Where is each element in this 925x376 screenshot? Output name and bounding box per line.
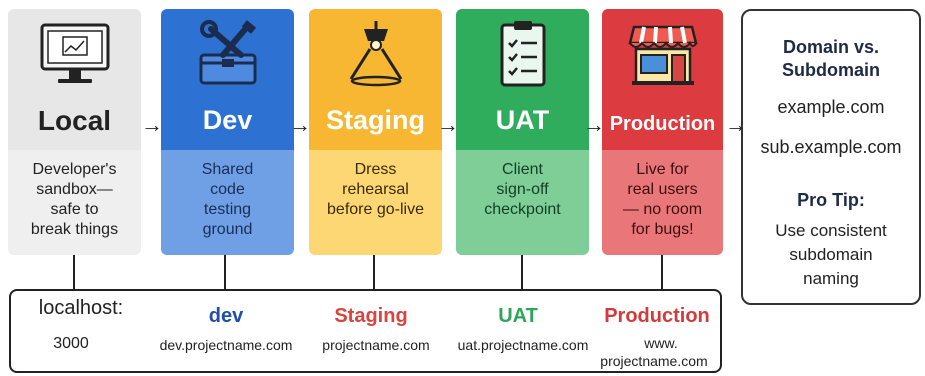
stage-card-local: Local Developer's sandbox— safe to break…	[8, 9, 141, 255]
url-value-dev: dev.projectname.com	[159, 337, 293, 353]
url-heading-staging: Staging	[334, 305, 408, 327]
stage-header-dev: Dev	[161, 9, 294, 150]
spotlight-icon	[309, 19, 442, 99]
storefront-icon	[602, 19, 723, 99]
stage-description-panel: Shared code testing ground	[161, 150, 294, 255]
stage-description: Live for real users — no room for bugs!	[622, 161, 703, 238]
connector-line	[521, 255, 523, 289]
stage-header-staging: Staging	[309, 9, 442, 150]
stage-description-panel: Developer's sandbox— safe to break thing…	[8, 150, 141, 255]
stage-card-dev: Dev Shared code testing ground	[161, 9, 294, 255]
tip-heading: Domain vs. Subdomain	[782, 37, 880, 80]
monitor-icon	[8, 19, 141, 99]
stage-header-local: Local	[8, 9, 141, 150]
pro-tip-label: Pro Tip:	[797, 190, 865, 210]
arrow-right-icon: →	[583, 112, 605, 137]
stage-card-uat: UAT Client sign-off checkpoint	[456, 9, 589, 255]
stage-description: Developer's sandbox— safe to break thing…	[30, 161, 119, 238]
clipboard-checklist-icon	[456, 19, 589, 99]
stage-card-staging: Staging Dress rehearsal before go-live	[309, 9, 442, 255]
connector-line	[661, 255, 663, 289]
url-value-production-line2: projectname.com	[600, 353, 708, 369]
url-heading-dev: dev	[208, 305, 244, 327]
stage-title: UAT	[495, 105, 550, 135]
connector-line	[224, 255, 226, 289]
url-value-staging: projectname.com	[322, 337, 430, 353]
url-value-local: 3000	[53, 335, 89, 352]
stage-title: Dev	[202, 105, 253, 135]
stage-header-production: Production	[602, 9, 723, 150]
domain-tip-box: Domain vs. Subdomain example.com sub.exa…	[741, 9, 921, 305]
toolbox-icon	[161, 19, 294, 99]
url-value-production-line1: www.	[644, 335, 678, 351]
stage-title: Production	[609, 113, 716, 135]
url-value-uat: uat.projectname.com	[457, 337, 589, 353]
url-heading-local: localhost:	[38, 297, 124, 319]
connector-line	[373, 255, 375, 289]
stage-title: Local	[37, 105, 112, 136]
stage-header-uat: UAT	[456, 9, 589, 150]
stage-card-production: Production Live for real users — no room…	[602, 9, 723, 255]
subdomain-example: sub.example.com	[760, 137, 902, 157]
stage-description: Client sign-off checkpoint	[484, 161, 561, 218]
arrow-right-icon: →	[289, 112, 311, 137]
stage-description-panel: Live for real users — no room for bugs!	[602, 150, 723, 255]
environment-url-box: localhost: 3000 dev dev.projectname.com …	[9, 289, 722, 373]
url-heading-production: Production	[604, 305, 710, 327]
stage-description-panel: Dress rehearsal before go-live	[309, 150, 442, 255]
url-heading-uat: UAT	[498, 305, 538, 327]
connector-line	[73, 255, 75, 289]
stage-description: Dress rehearsal before go-live	[327, 161, 424, 218]
stage-title: Staging	[326, 105, 425, 135]
arrow-right-icon: →	[437, 112, 459, 137]
arrow-right-icon: →	[141, 112, 163, 137]
domain-example: example.com	[777, 97, 885, 117]
stage-description: Shared code testing ground	[201, 161, 254, 238]
stage-description-panel: Client sign-off checkpoint	[456, 150, 589, 255]
pro-tip-text: Use consistent subdomain naming	[775, 221, 887, 288]
